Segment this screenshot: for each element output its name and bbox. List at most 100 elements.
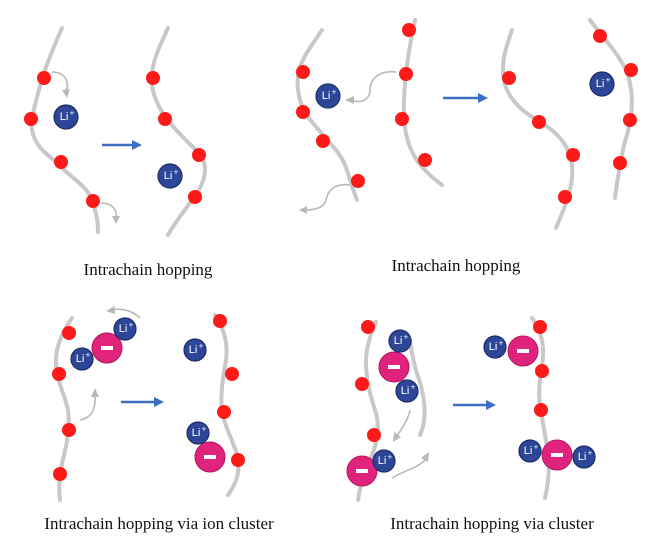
coordination-site (24, 112, 38, 126)
polymer-chain (408, 338, 427, 437)
coordination-site (395, 112, 409, 126)
coordination-site (532, 115, 546, 129)
lithium-ion-label: Li (524, 445, 533, 457)
panel-c: Li + Li + Li + Li + In (44, 306, 274, 533)
lithium-ion-label: Li (60, 111, 69, 123)
lithium-ion-label: Li (189, 344, 198, 356)
polymer-chain (588, 18, 634, 200)
anion-minus-sign (517, 349, 529, 353)
coordination-site (566, 148, 580, 162)
hop-path-arrowhead (393, 432, 401, 442)
polymer-chain (149, 26, 207, 237)
anion-minus-sign (551, 453, 563, 457)
anion-minus-sign (388, 365, 400, 369)
hop-path-arrow (79, 394, 96, 421)
lithium-ion-label: Li (596, 78, 605, 90)
coordination-site (361, 320, 375, 334)
transition-arrow (443, 93, 488, 103)
hop-path-arrow (396, 409, 411, 437)
coordination-site (535, 364, 549, 378)
lithium-ion: Li + (372, 449, 396, 473)
lithium-ion-charge: + (534, 443, 539, 452)
lithium-ion: Li + (395, 379, 419, 403)
anion (194, 441, 226, 473)
lithium-ion-charge: + (199, 342, 204, 351)
lithium-ion: Li + (388, 329, 412, 353)
lithium-ion-charge: + (129, 321, 134, 330)
caption-panel-c: Intrachain hopping via ion cluster (44, 514, 274, 533)
lithium-ion-label: Li (489, 341, 498, 353)
anion-minus-sign (204, 455, 216, 459)
lithium-ion: Li + (572, 445, 596, 469)
polymer-chain (295, 28, 359, 202)
coordination-site (402, 23, 416, 37)
anion (346, 455, 378, 487)
hop-path-arrowhead (112, 216, 120, 224)
transition-arrow (102, 140, 142, 150)
hop-path-arrow (391, 459, 426, 479)
hop-path-arrowhead (299, 206, 307, 214)
coordination-site (399, 67, 413, 81)
coordination-site (355, 377, 369, 391)
coordination-site (86, 194, 100, 208)
lithium-ion-charge: + (606, 76, 611, 85)
coordination-site (593, 29, 607, 43)
lithium-ion-charge: + (588, 449, 593, 458)
lithium-ion-charge: + (499, 339, 504, 348)
hop-path-arrowhead (106, 306, 115, 314)
lithium-ion-label: Li (322, 90, 331, 102)
coordination-site (231, 453, 245, 467)
lithium-ion: Li + (589, 71, 615, 97)
hop-path-arrowhead (345, 96, 354, 104)
lithium-ion-charge: + (411, 383, 416, 392)
hop-path-arrow (304, 183, 351, 211)
lithium-ion-label: Li (578, 451, 587, 463)
transition-arrow (453, 400, 496, 410)
lithium-ion: Li + (53, 104, 79, 130)
lithium-ion-label: Li (378, 455, 387, 467)
transition-arrow (121, 397, 164, 407)
coordination-site (534, 403, 548, 417)
caption-panel-b: Intrachain hopping (392, 256, 521, 275)
lithium-ion-label: Li (192, 427, 201, 439)
coordination-site (146, 71, 160, 85)
lithium-ion-charge: + (202, 425, 207, 434)
lithium-ion: Li + (157, 163, 183, 189)
lithium-ion: Li + (70, 347, 94, 371)
coordination-site (613, 156, 627, 170)
lithium-ion-label: Li (401, 385, 410, 397)
hop-path-arrow (51, 71, 69, 93)
coordination-site (37, 71, 51, 85)
panel-a: Li + Li + Intrachain hopping (24, 26, 213, 279)
hop-path-arrow (111, 308, 141, 319)
caption-panel-a: Intrachain hopping (84, 260, 213, 279)
lithium-ion: Li + (183, 338, 207, 362)
lithium-ion-charge: + (70, 109, 75, 118)
coordination-site (533, 320, 547, 334)
polymer-chain (401, 18, 444, 187)
coordination-site (53, 467, 67, 481)
panel-b: Li + Li + Intrachain hopping (295, 18, 638, 275)
panel-d: Li + Li + Li + (346, 316, 596, 533)
coordination-site (351, 174, 365, 188)
coordination-site (623, 113, 637, 127)
coordination-site (217, 405, 231, 419)
anion-minus-sign (356, 469, 368, 473)
lithium-ion-label: Li (394, 335, 403, 347)
anion (541, 439, 573, 471)
lithium-ion-charge: + (332, 88, 337, 97)
anion-minus-sign (101, 346, 113, 350)
coordination-site (296, 105, 310, 119)
hop-path-arrowhead (62, 89, 70, 98)
lithium-ion: Li + (518, 439, 542, 463)
hop-path-arrowhead (91, 388, 99, 397)
coordination-site (367, 428, 381, 442)
coordination-site (158, 112, 172, 126)
coordination-site (558, 190, 572, 204)
coordination-site (296, 65, 310, 79)
lithium-ion-label: Li (76, 353, 85, 365)
anion (378, 351, 410, 383)
lithium-ion-label: Li (119, 323, 128, 335)
hop-path-arrowhead (421, 452, 429, 462)
